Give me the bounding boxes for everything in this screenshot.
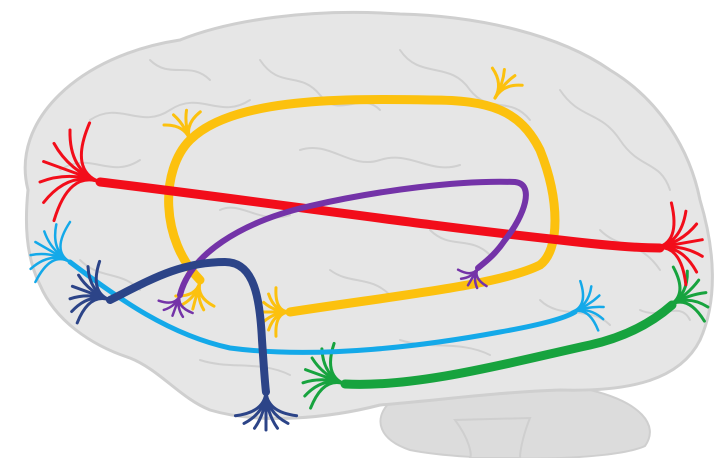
brain — [25, 12, 712, 458]
